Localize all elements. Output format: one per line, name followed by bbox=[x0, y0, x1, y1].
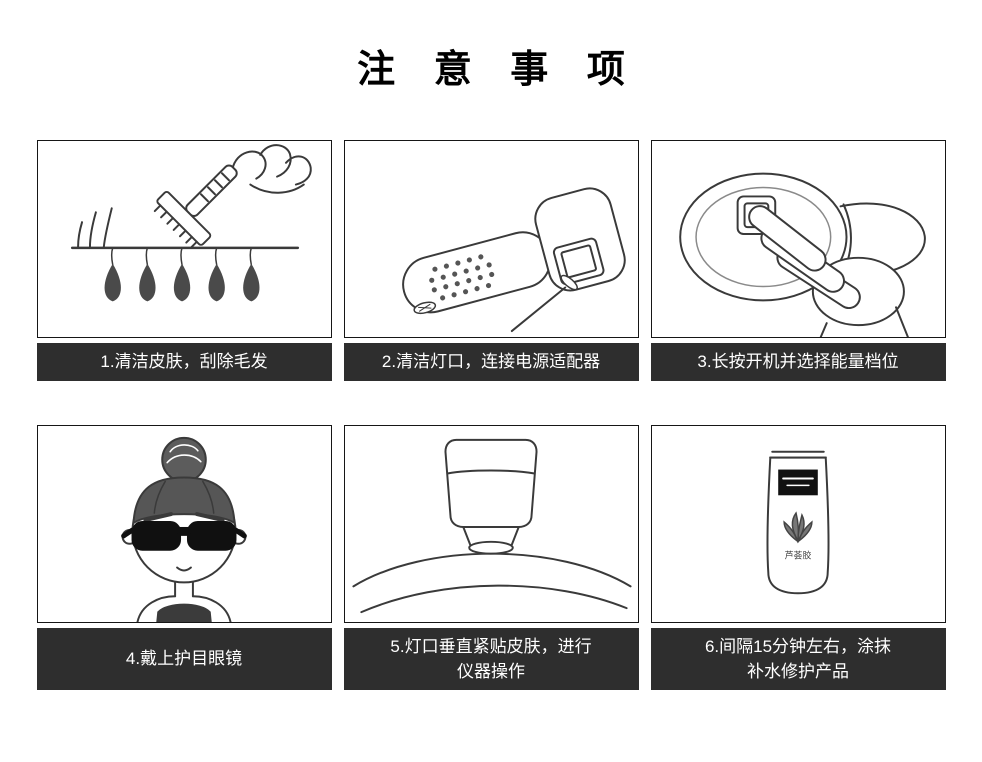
step-4-caption: 4.戴上护目眼镜 bbox=[36, 628, 332, 690]
pressing-hand-icon bbox=[747, 205, 909, 337]
tube-brand-label-icon bbox=[777, 469, 818, 496]
step-3-image-frame bbox=[650, 140, 946, 338]
apply-repair-product-icon: 芦荟胶 bbox=[766, 450, 830, 595]
wear-goggles-icon bbox=[120, 436, 247, 622]
step-6-image-frame: 芦荟胶 bbox=[650, 425, 946, 623]
step-2-image-frame bbox=[343, 140, 639, 338]
lamp-window-icon bbox=[552, 237, 604, 286]
tank-top-icon bbox=[155, 603, 212, 622]
device-handle-icon bbox=[401, 231, 551, 315]
step-3-caption: 3.长按开机并选择能量档位 bbox=[650, 343, 946, 381]
hair-icon bbox=[131, 476, 236, 525]
press-power-select-level-icon bbox=[678, 172, 926, 337]
goggles-icon bbox=[120, 521, 247, 551]
page-title: 注 意 事 项 bbox=[357, 49, 639, 91]
tube-label-text: 芦荟胶 bbox=[784, 550, 811, 561]
step-1-caption: 1.清洁皮肤，刮除毛发 bbox=[36, 343, 332, 381]
step-card-2: 2.清洁灯口，连接电源适配器 bbox=[343, 140, 639, 381]
razor-icon bbox=[153, 164, 238, 249]
hair-follicles-icon bbox=[104, 247, 259, 302]
step-card-6: 芦荟胶 6.间隔15分钟左右，涂抹 补水修护产品 bbox=[650, 425, 946, 690]
steps-grid: 1.清洁皮肤，刮除毛发 bbox=[36, 140, 946, 690]
skin-surface-icon bbox=[351, 552, 632, 614]
step-card-3: 3.长按开机并选择能量档位 bbox=[650, 140, 946, 381]
device-perpendicular-skin-icon bbox=[351, 438, 632, 614]
cotton-swab-icon bbox=[510, 274, 578, 333]
device-body-icon bbox=[443, 438, 538, 528]
step-2-caption: 2.清洁灯口，连接电源适配器 bbox=[343, 343, 639, 381]
step-5-caption: 5.灯口垂直紧贴皮肤，进行 仪器操作 bbox=[343, 628, 639, 690]
step-card-5: 5.灯口垂直紧贴皮肤，进行 仪器操作 bbox=[343, 425, 639, 690]
razor-shaving-icon bbox=[70, 144, 312, 302]
step-5-image-frame bbox=[343, 425, 639, 623]
step-card-1: 1.清洁皮肤，刮除毛发 bbox=[36, 140, 332, 381]
lamp-head-icon bbox=[467, 540, 514, 555]
step-card-4: 4.戴上护目眼镜 bbox=[36, 425, 332, 690]
step-1-image-frame bbox=[36, 140, 332, 338]
clean-lamp-port-icon bbox=[401, 187, 626, 333]
step-4-image-frame bbox=[36, 425, 332, 623]
hair-bun-icon bbox=[160, 436, 207, 484]
device-head-icon bbox=[533, 187, 626, 292]
step-6-caption: 6.间隔15分钟左右，涂抹 补水修护产品 bbox=[650, 628, 946, 690]
aloe-plant-icon bbox=[782, 511, 813, 544]
